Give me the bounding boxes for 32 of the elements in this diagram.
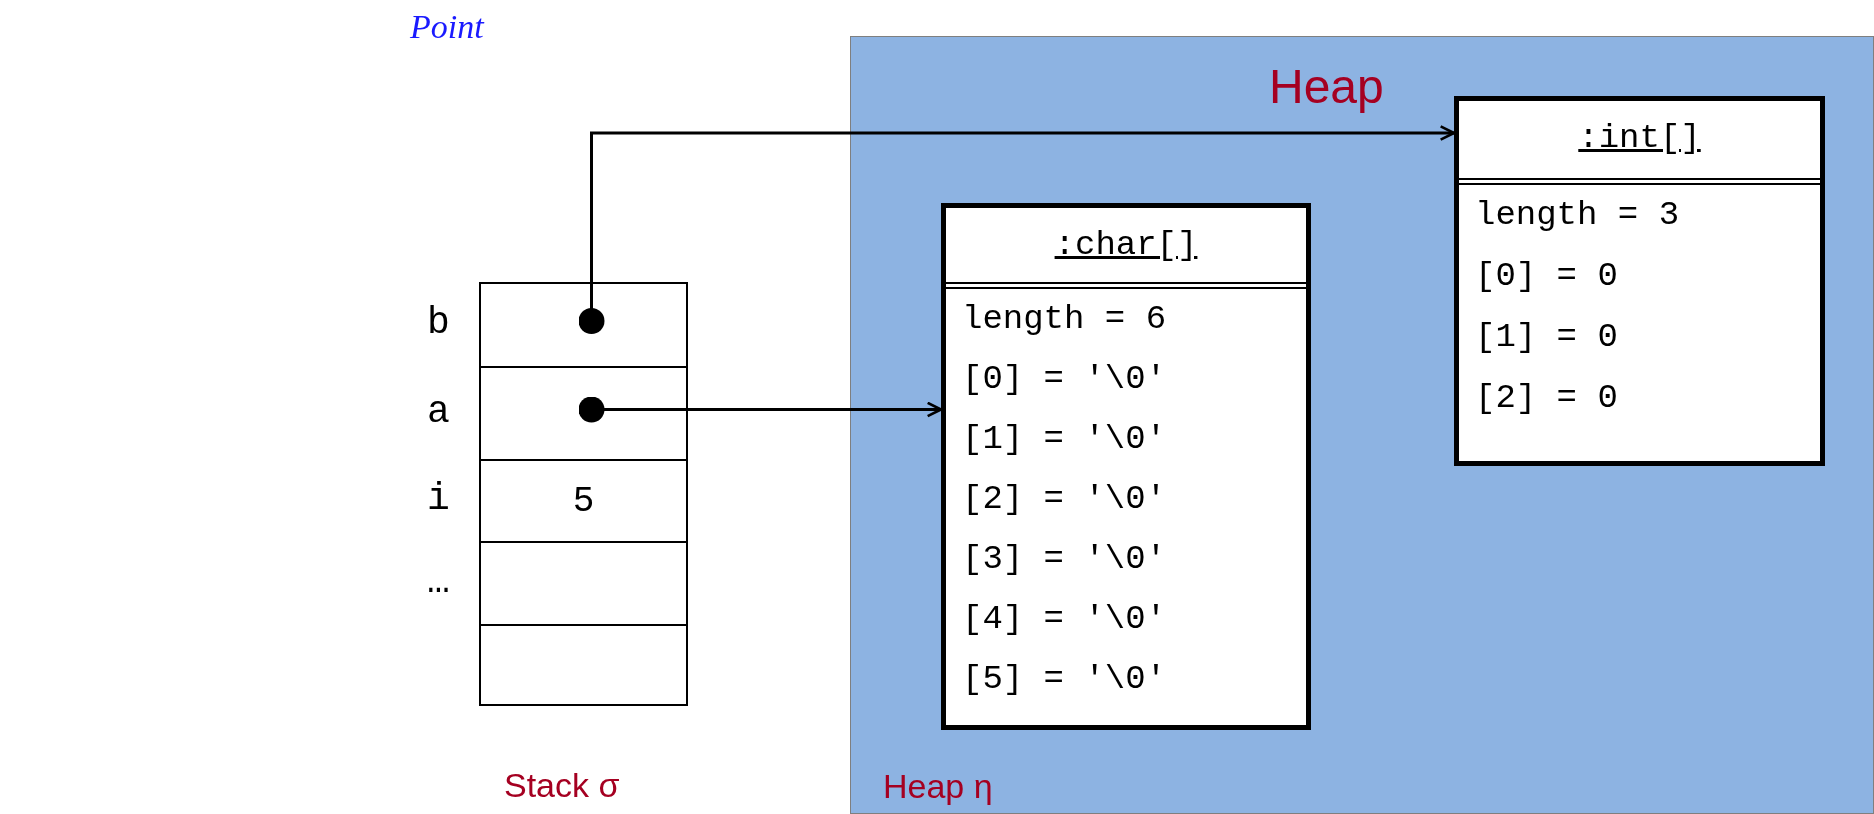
stack-cell <box>479 282 688 368</box>
field-value: [1] = '\0' <box>962 420 1167 458</box>
field-value: [0] = '\0' <box>962 360 1167 398</box>
variable-name: a <box>427 389 450 433</box>
heap-caption: Heap η <box>883 767 993 806</box>
field-value: [0] = 0 <box>1475 257 1618 295</box>
variable-name: b <box>427 301 450 344</box>
field-value: [4] = '\0' <box>962 600 1167 638</box>
field-value: [2] = 0 <box>1475 379 1618 417</box>
stack-caption: Stack σ <box>504 766 620 805</box>
field-value: [5] = '\0' <box>962 660 1167 698</box>
stack-cell <box>479 624 688 706</box>
variable-name: … <box>427 559 450 603</box>
handwritten-note: Point <box>410 8 484 46</box>
cell-value: 5 <box>572 480 595 522</box>
object-box <box>1454 96 1825 466</box>
field-value: [2] = '\0' <box>962 480 1167 518</box>
field-value: length = 3 <box>1475 196 1680 234</box>
pointer-arrow <box>578 125 1456 334</box>
pointer-arrow <box>578 396 943 423</box>
variable-name: i <box>427 477 450 520</box>
heap-panel <box>850 36 1874 814</box>
heap-title: Heap <box>1269 59 1384 114</box>
field-value: [1] = 0 <box>1475 318 1618 356</box>
object-type: :int[] <box>1578 119 1701 157</box>
field-value: length = 6 <box>962 300 1167 338</box>
field-value: [3] = '\0' <box>962 540 1167 578</box>
stack-cell <box>479 541 688 626</box>
object-box <box>941 203 1311 730</box>
object-type: :char[] <box>1054 226 1198 264</box>
stack-cell <box>479 366 688 461</box>
stack-cell <box>479 459 688 543</box>
